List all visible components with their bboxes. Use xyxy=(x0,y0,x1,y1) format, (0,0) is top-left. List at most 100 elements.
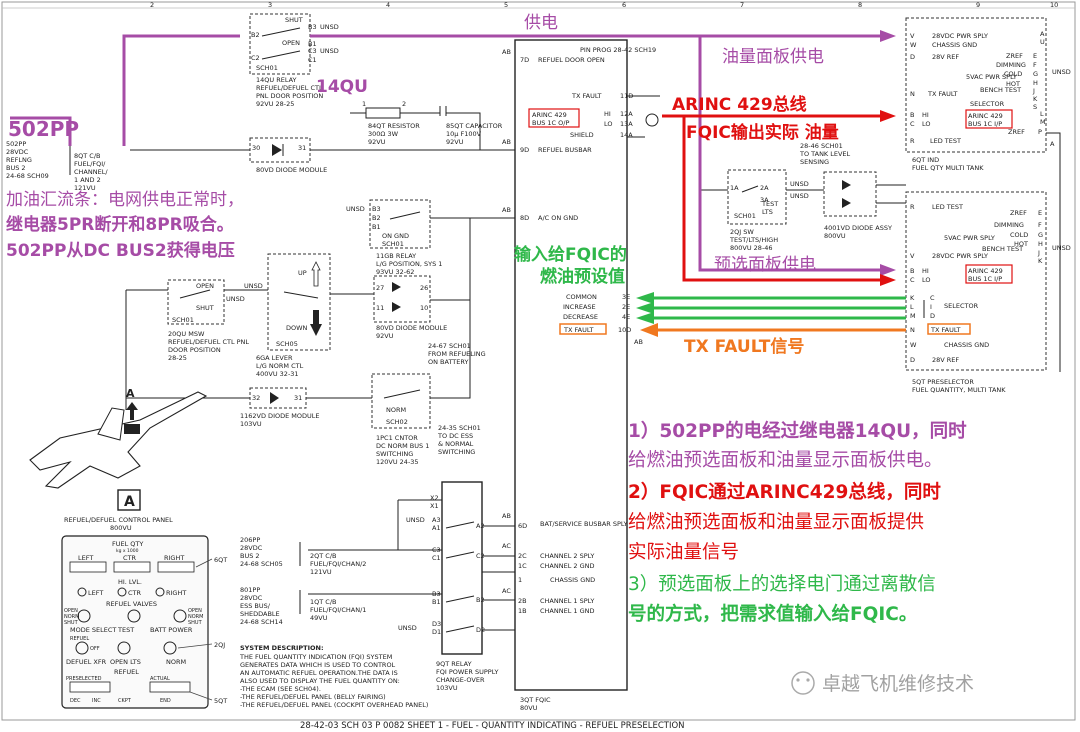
svg-text:C: C xyxy=(930,294,935,302)
svg-text:SCH05: SCH05 xyxy=(276,340,298,348)
svg-text:NORM: NORM xyxy=(386,406,406,414)
svg-text:INCREASE: INCREASE xyxy=(563,303,596,311)
svg-text:SYSTEM DESCRIPTION:: SYSTEM DESCRIPTION: xyxy=(240,644,324,652)
svg-text:800VU 28-46: 800VU 28-46 xyxy=(730,244,773,252)
diagram-frame xyxy=(1,1,1076,721)
svg-text:1A: 1A xyxy=(730,184,739,192)
green-selector-path xyxy=(636,292,906,324)
svg-text:LED TEST: LED TEST xyxy=(932,203,963,211)
svg-text:INC: INC xyxy=(92,698,101,704)
purple-power-path xyxy=(10,30,896,276)
svg-text:D: D xyxy=(910,356,915,364)
svg-text:给燃油预选面板和油量显示面板供电。: 给燃油预选面板和油量显示面板供电。 xyxy=(628,450,943,471)
tx-fault-fqic-box xyxy=(559,323,607,335)
svg-text:5QT: 5QT xyxy=(214,697,227,705)
svg-text:CHANGE-OVER: CHANGE-OVER xyxy=(436,676,485,684)
svg-text:CHASSIS GND: CHASSIS GND xyxy=(550,576,595,584)
svg-text:B3: B3 xyxy=(372,205,381,213)
svg-text:2QT C/B: 2QT C/B xyxy=(310,552,336,560)
svg-text:30: 30 xyxy=(252,144,260,152)
svg-text:121VU: 121VU xyxy=(310,568,332,576)
svg-text:NORM: NORM xyxy=(188,614,203,620)
svg-text:OPEN: OPEN xyxy=(188,608,202,614)
svg-text:UNSD: UNSD xyxy=(226,295,245,303)
svg-text:5VAC PWR SPLY: 5VAC PWR SPLY xyxy=(966,73,1017,81)
svg-text:4E: 4E xyxy=(622,313,630,321)
svg-text:121VU: 121VU xyxy=(74,184,96,192)
svg-text:FQI POWER SUPPLY: FQI POWER SUPPLY xyxy=(436,668,498,676)
svg-text:OPEN LTS: OPEN LTS xyxy=(110,658,141,666)
svg-text:2: 2 xyxy=(402,100,406,108)
svg-text:93VU 32-62: 93VU 32-62 xyxy=(376,268,414,276)
svg-text:R: R xyxy=(910,137,915,145)
svg-text:BENCH TEST: BENCH TEST xyxy=(980,86,1021,94)
arinc-out-box xyxy=(528,108,580,128)
svg-text:B: B xyxy=(910,267,914,275)
svg-text:1QT C/B: 1QT C/B xyxy=(310,598,336,606)
svg-text:A/C ON GND: A/C ON GND xyxy=(538,214,578,222)
svg-text:HOT: HOT xyxy=(1006,80,1020,88)
svg-text:1B: 1B xyxy=(518,607,527,615)
svg-text:PNL DOOR POSITION: PNL DOOR POSITION xyxy=(256,92,323,100)
svg-text:A: A xyxy=(1050,140,1055,148)
svg-text:FUEL QTY MULTI TANK: FUEL QTY MULTI TANK xyxy=(912,164,984,172)
svg-text:HOT: HOT xyxy=(1014,240,1028,248)
svg-text:TX FAULT: TX FAULT xyxy=(571,92,602,100)
svg-text:502PP: 502PP xyxy=(6,140,26,148)
svg-text:HI. LVL.: HI. LVL. xyxy=(118,578,142,586)
svg-text:5VAC PWR SPLY: 5VAC PWR SPLY xyxy=(944,234,995,242)
svg-text:-THE REFUEL/DEFUEL PANEL (BELL: -THE REFUEL/DEFUEL PANEL (BELLY FAIRING) xyxy=(240,693,386,701)
capacitor-85qt: 85QT CAPACITOR 10µ F100V 92VU xyxy=(439,106,503,146)
svg-text:B2: B2 xyxy=(251,31,260,39)
svg-text:ON GND: ON GND xyxy=(382,232,409,240)
svg-text:PIN PROG 28-42 SCH19: PIN PROG 28-42 SCH19 xyxy=(580,46,656,54)
svg-text:卓越飞机维修技术: 卓越飞机维修技术 xyxy=(822,673,974,695)
svg-text:REFUEL VALVES: REFUEL VALVES xyxy=(106,600,157,608)
svg-text:84QT RESISTOR: 84QT RESISTOR xyxy=(368,122,420,130)
svg-text:28VDC PWR SPLY: 28VDC PWR SPLY xyxy=(932,252,988,260)
svg-text:11: 11 xyxy=(376,304,384,312)
relay-14qu: SHUT OPEN B3 B2 B1 C3 C2 C1 UNSD UNSD SC… xyxy=(249,13,339,108)
svg-text:3: 3 xyxy=(268,1,272,9)
svg-text:UNSD: UNSD xyxy=(320,47,339,55)
svg-text:REFUEL: REFUEL xyxy=(70,636,89,642)
switch-2qj: 1A 2A 3A UNSD TEST LTS SCH01 2QJ SW TEST… xyxy=(727,169,809,252)
svg-text:6QT IND: 6QT IND xyxy=(912,156,939,164)
svg-text:D: D xyxy=(930,312,935,320)
svg-text:2A: 2A xyxy=(760,184,769,192)
svg-text:B2: B2 xyxy=(372,214,381,222)
svg-text:ALSO USED TO DISPLAY THE FUEL: ALSO USED TO DISPLAY THE FUEL QUANTITY O… xyxy=(240,677,400,685)
svg-text:TEST/LTS/HIGH: TEST/LTS/HIGH xyxy=(729,236,778,244)
svg-text:OFF: OFF xyxy=(90,646,100,652)
svg-text:FROM REFUELING: FROM REFUELING xyxy=(428,350,486,358)
svg-text:LED TEST: LED TEST xyxy=(930,137,961,145)
svg-text:END: END xyxy=(160,698,171,704)
svg-text:85QT CAPACITOR: 85QT CAPACITOR xyxy=(446,122,503,130)
svg-text:-THE REFUEL/DEFUEL PANEL (COCK: -THE REFUEL/DEFUEL PANEL (COCKPIT OVERHE… xyxy=(240,701,428,709)
annotations: 供电 14QU 502PP 加油汇流条：电网供电正常时， 继电器5PR断开和8P… xyxy=(6,13,967,625)
lever-6ga: UP DOWN UNSD SCH05 6GA LEVER L/G NORM CT… xyxy=(244,253,331,378)
svg-text:26: 26 xyxy=(420,284,428,292)
svg-text:kg x 1000: kg x 1000 xyxy=(116,548,139,554)
svg-text:92VU 28-25: 92VU 28-25 xyxy=(256,100,294,108)
svg-text:J: J xyxy=(1037,249,1040,257)
svg-text:CHASSIS GND: CHASSIS GND xyxy=(944,341,989,349)
svg-text:SHEDDABLE: SHEDDABLE xyxy=(240,610,280,618)
svg-text:A: A xyxy=(1040,30,1045,38)
svg-text:6: 6 xyxy=(622,1,626,9)
svg-text:C2: C2 xyxy=(251,54,260,62)
svg-text:7D: 7D xyxy=(520,56,529,64)
sheet-footer: 28-42-03 SCH 03 P 0082 SHEET 1 - FUEL - … xyxy=(300,721,685,731)
svg-text:AN AUTOMATIC REFUEL OPERATION.: AN AUTOMATIC REFUEL OPERATION.THE DATA I… xyxy=(240,669,398,677)
svg-text:2: 2 xyxy=(150,1,154,9)
svg-text:92VU: 92VU xyxy=(368,138,386,146)
svg-text:MODE SELECT: MODE SELECT xyxy=(70,626,116,634)
svg-text:24-68 SCH14: 24-68 SCH14 xyxy=(240,618,283,626)
svg-text:REFUEL/DEFUEL CONTROL PANEL: REFUEL/DEFUEL CONTROL PANEL xyxy=(64,516,173,524)
svg-text:K: K xyxy=(910,294,915,302)
svg-text:ACTUAL: ACTUAL xyxy=(150,676,170,682)
svg-text:UNSD: UNSD xyxy=(790,180,809,188)
svg-text:UNSD: UNSD xyxy=(398,624,417,632)
svg-text:AB: AB xyxy=(502,138,511,146)
